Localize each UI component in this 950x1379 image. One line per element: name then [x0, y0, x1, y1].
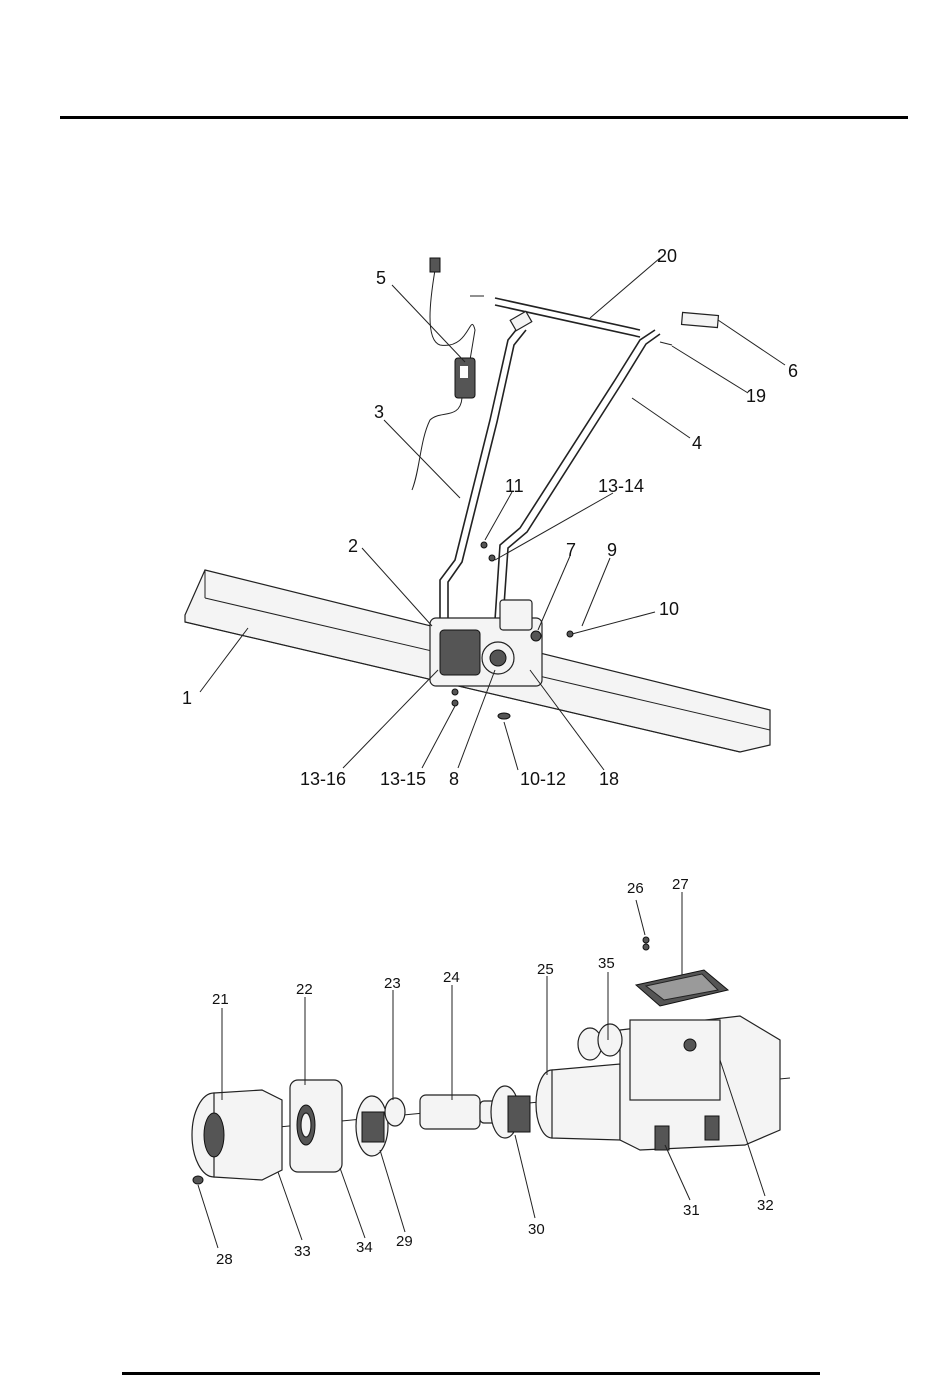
callout-27: 27 [672, 876, 689, 893]
footer-rule [122, 1372, 820, 1375]
callout-31: 31 [683, 1202, 700, 1219]
callout-25: 25 [537, 961, 554, 978]
callout-32: 32 [757, 1197, 774, 1214]
callout-34: 34 [356, 1239, 373, 1256]
callout-21: 21 [212, 991, 229, 1008]
rotor-shaft [420, 1095, 502, 1129]
callout-29: 29 [396, 1233, 413, 1250]
callout-35: 35 [598, 955, 615, 972]
callout-33: 33 [294, 1243, 311, 1260]
callout-30: 30 [528, 1221, 545, 1238]
callout-22: 22 [296, 981, 313, 998]
callout-23: 23 [384, 975, 401, 992]
eccentric-weight-rear [491, 1086, 530, 1138]
callout-26: 26 [627, 880, 644, 897]
callout-24: 24 [443, 969, 460, 986]
end-cover [192, 1090, 282, 1184]
eccentric-weight-front [356, 1096, 405, 1156]
callout-28: 28 [216, 1251, 233, 1268]
bearing-flange [290, 1080, 342, 1172]
